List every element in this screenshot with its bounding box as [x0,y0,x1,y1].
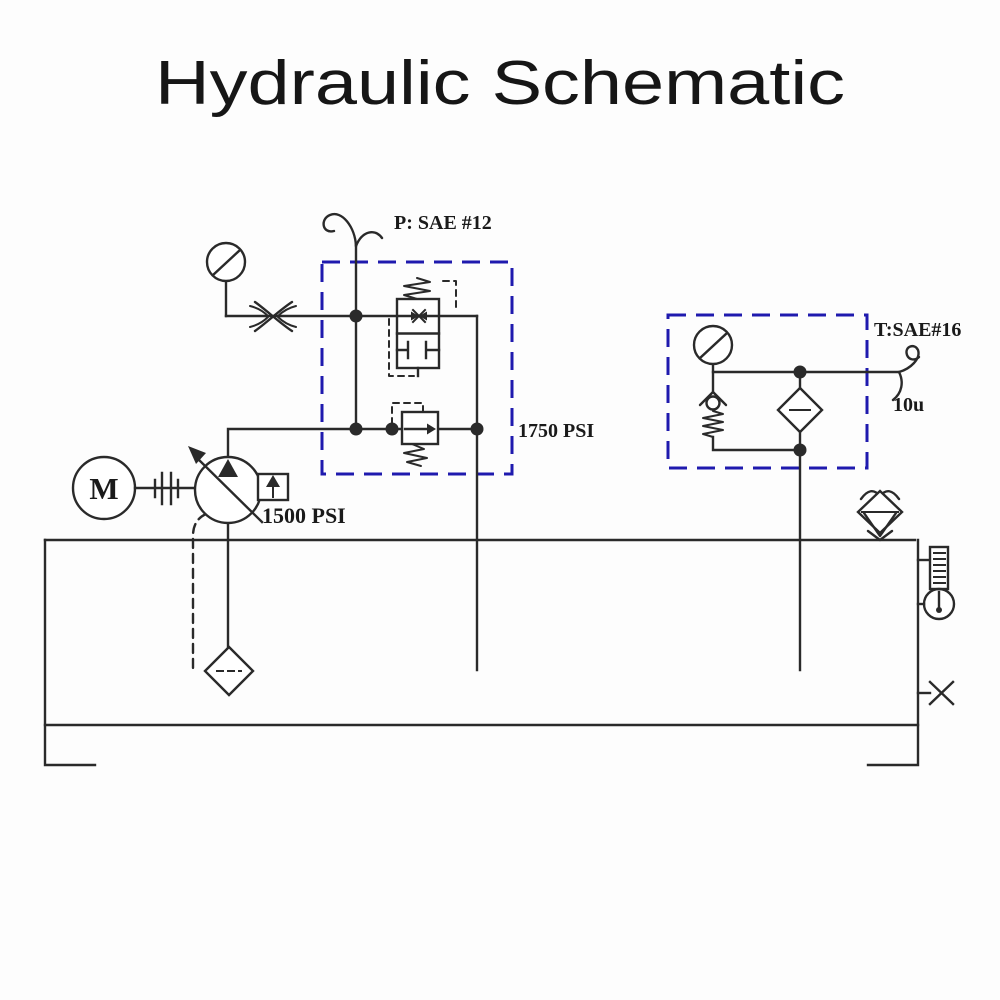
coupling-symbol [133,471,198,506]
gauge-needle [211,248,242,277]
pressure-gauge-return [692,324,734,394]
pilot-line-right [442,280,457,312]
blocked-ports-glyph [395,340,441,360]
level-temp-gauge-symbol [916,545,956,621]
junction-dots [349,309,807,457]
relief-spring [403,443,428,467]
relief-valve-symbol [391,402,440,467]
pilot-line [391,402,424,425]
return-filter-symbol [776,386,824,434]
compensator-setting-label: 1500 PSI [262,503,346,528]
needle-valve-symbol [249,300,297,333]
variable-arrow-head [188,446,206,464]
hydraulic-lines [191,241,901,674]
gauge-needle [698,331,729,360]
return-manifold-box [666,313,869,470]
motor-letter: M [89,471,118,506]
check-valve-symbol [698,390,728,438]
case-drain-line [191,512,208,674]
reservoir-tank [43,538,920,767]
page-title: Hydraulic Schematic [155,49,845,118]
check-spring [702,410,724,438]
pump-outlet-triangle [218,459,238,477]
variable-arrow-shaft [196,457,264,524]
pressure-port-label: P: SAE #12 [394,212,492,234]
compensator-arrow-head [266,475,280,487]
pump-symbol [188,446,290,525]
relief-setting-label: 1750 PSI [518,420,594,442]
t-port-hose-symbol [891,344,921,402]
breather-filler-symbol [856,489,904,542]
valve-spring [403,277,431,300]
unloader-valve-symbol [388,277,457,378]
pressure-gauge-left [205,241,247,318]
check-valve-branch-line [711,435,802,452]
filter-rating-label: 10u [893,394,924,416]
drain-valve-symbol [916,680,955,706]
pressure-manifold-box [320,260,514,476]
tank-port-label: T:SAE#16 [874,319,961,341]
motor-symbol: M [71,455,137,521]
p-port-hose-symbol [322,212,384,248]
suction-strainer-symbol [203,645,255,697]
pilot-line-left [388,318,415,377]
